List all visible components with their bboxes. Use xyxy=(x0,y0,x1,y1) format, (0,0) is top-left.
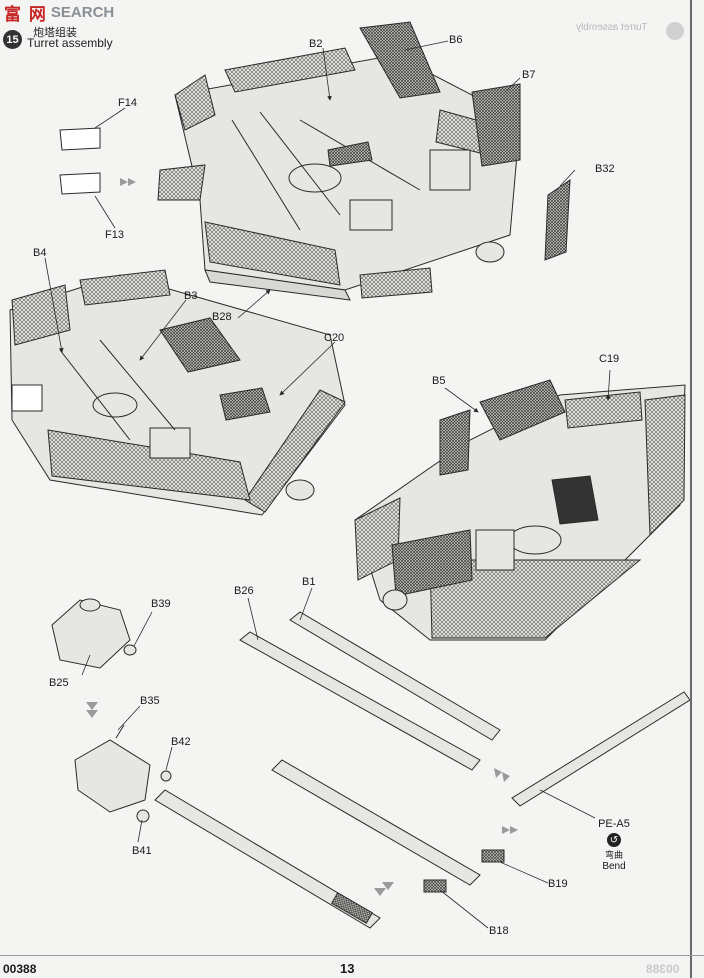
label-b39: B39 xyxy=(151,598,171,610)
label-b2: B2 xyxy=(309,38,323,50)
label-b26: B26 xyxy=(234,585,254,597)
bend-part-number: PE-A5 xyxy=(598,818,630,830)
page-frame-right xyxy=(690,0,692,978)
left-turret xyxy=(9,269,346,516)
label-b42: B42 xyxy=(171,736,191,748)
mirror-ghost-badge xyxy=(666,22,684,40)
flow-arrows xyxy=(86,178,518,896)
watermark-text: SEARCH xyxy=(50,3,115,21)
assembly-illustration xyxy=(9,21,690,929)
label-b5: B5 xyxy=(432,375,446,387)
barrels xyxy=(154,611,690,929)
right-turret xyxy=(354,379,686,641)
label-b7: B7 xyxy=(522,69,536,81)
bend-label-english: Bend xyxy=(602,861,626,872)
footer-ghost-code: 00388 xyxy=(646,962,680,976)
watermark-logo: 富 网 xyxy=(4,4,47,25)
label-b41: B41 xyxy=(132,845,152,857)
page-frame-bottom xyxy=(0,955,704,956)
label-b35: B35 xyxy=(140,695,160,707)
label-f13: F13 xyxy=(105,229,124,241)
label-b1: B1 xyxy=(302,576,316,588)
step-title-english: Turret assembly xyxy=(27,36,113,50)
bend-label-chinese: 弯曲 xyxy=(604,851,623,861)
bend-note: PE-A5 ↺ 弯曲 Bend xyxy=(584,818,644,872)
label-c19: C19 xyxy=(599,353,620,365)
watermark: 富 网 SEARCH xyxy=(4,2,115,25)
label-c20: C20 xyxy=(324,332,345,344)
label-b32: B32 xyxy=(595,163,615,175)
footer-page-number: 13 xyxy=(340,961,355,976)
step-title-chinese: 炮塔组装 xyxy=(33,26,77,39)
label-b6: B6 xyxy=(449,34,463,46)
label-b4: B4 xyxy=(33,247,47,259)
parts-b39-b25 xyxy=(51,598,137,669)
step-number-badge: 15 xyxy=(3,30,22,49)
label-b18: B18 xyxy=(489,925,509,937)
label-b19: B19 xyxy=(548,878,568,890)
label-f14: F14 xyxy=(118,97,137,109)
footer-kit-code: 00388 xyxy=(3,962,37,976)
bend-icon: ↺ xyxy=(607,833,621,847)
label-b3: B3 xyxy=(184,290,198,302)
upper-turret xyxy=(59,21,571,301)
parts-b35-b42-b41 xyxy=(74,724,172,823)
leader-lines xyxy=(44,40,611,929)
label-b25: B25 xyxy=(49,677,69,689)
label-b28: B28 xyxy=(212,311,232,323)
